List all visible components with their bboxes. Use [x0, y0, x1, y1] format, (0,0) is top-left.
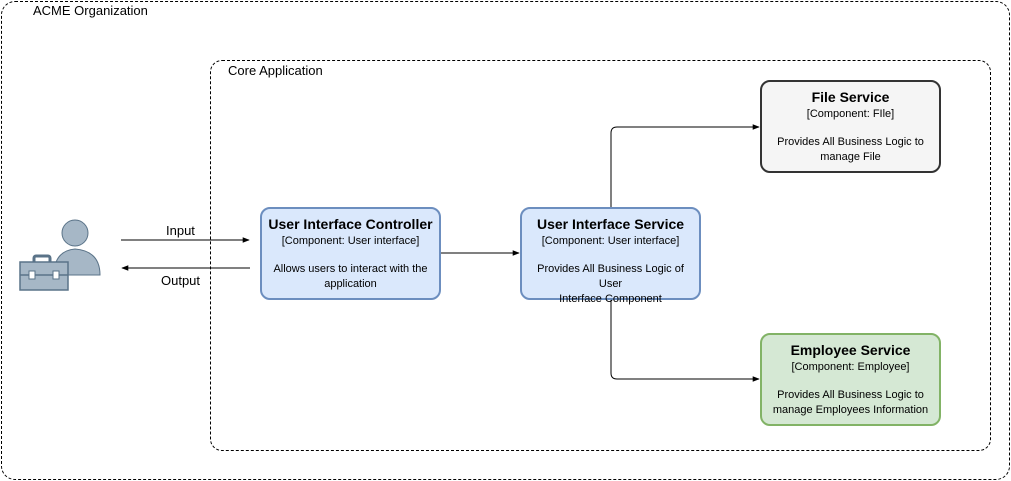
- employee-service-type: [Component: Employee]: [791, 361, 910, 373]
- ui-service-description: Provides All Business Logic of User Inte…: [522, 262, 699, 307]
- ui-controller-desc-line2: application: [324, 278, 377, 290]
- input-label: Input: [166, 223, 195, 238]
- file-service-type: [Component: FIle]: [806, 108, 895, 120]
- ui-controller-desc-line1: Allows users to interact with the: [273, 263, 428, 275]
- employee-service-desc-line1: Provides All Business Logic to: [777, 389, 924, 401]
- file-service-description: Provides All Business Logic to manage Fi…: [762, 135, 939, 165]
- employee-service-node[interactable]: Employee Service [Component: Employee] P…: [760, 333, 941, 426]
- organization-label: ACME Organization: [33, 3, 148, 18]
- file-service-desc-line1: Provides All Business Logic to: [777, 136, 924, 148]
- employee-service-description: Provides All Business Logic to manage Em…: [762, 388, 939, 418]
- ui-service-desc-line2: Interface Component: [559, 293, 662, 305]
- service-to-employee-arrow: [610, 299, 760, 382]
- application-label: Core Application: [228, 63, 323, 78]
- ui-controller-type: [Component: User interface]: [281, 235, 420, 247]
- ui-controller-title: User Interface Controller: [268, 216, 433, 232]
- application-boundary: [210, 60, 991, 451]
- ui-service-title: User Interface Service: [536, 216, 685, 232]
- ui-controller-node[interactable]: User Interface Controller [Component: Us…: [260, 207, 441, 300]
- ui-controller-description: Allows users to interact with the applic…: [262, 262, 439, 292]
- file-service-title: File Service: [811, 89, 890, 105]
- ui-service-type: [Component: User interface]: [541, 235, 680, 247]
- file-service-desc-line2: manage File: [820, 151, 881, 163]
- employee-service-title: Employee Service: [790, 342, 911, 358]
- file-service-node[interactable]: File Service [Component: FIle] Provides …: [760, 80, 941, 173]
- ui-service-desc-line1: Provides All Business Logic of User: [537, 263, 684, 290]
- ui-service-node[interactable]: User Interface Service [Component: User …: [520, 207, 701, 305]
- employee-service-desc-line2: manage Employees Information: [772, 404, 929, 416]
- user-with-toolbox-icon: [19, 219, 101, 291]
- service-to-file-arrow: [610, 124, 760, 208]
- output-label: Output: [161, 273, 201, 288]
